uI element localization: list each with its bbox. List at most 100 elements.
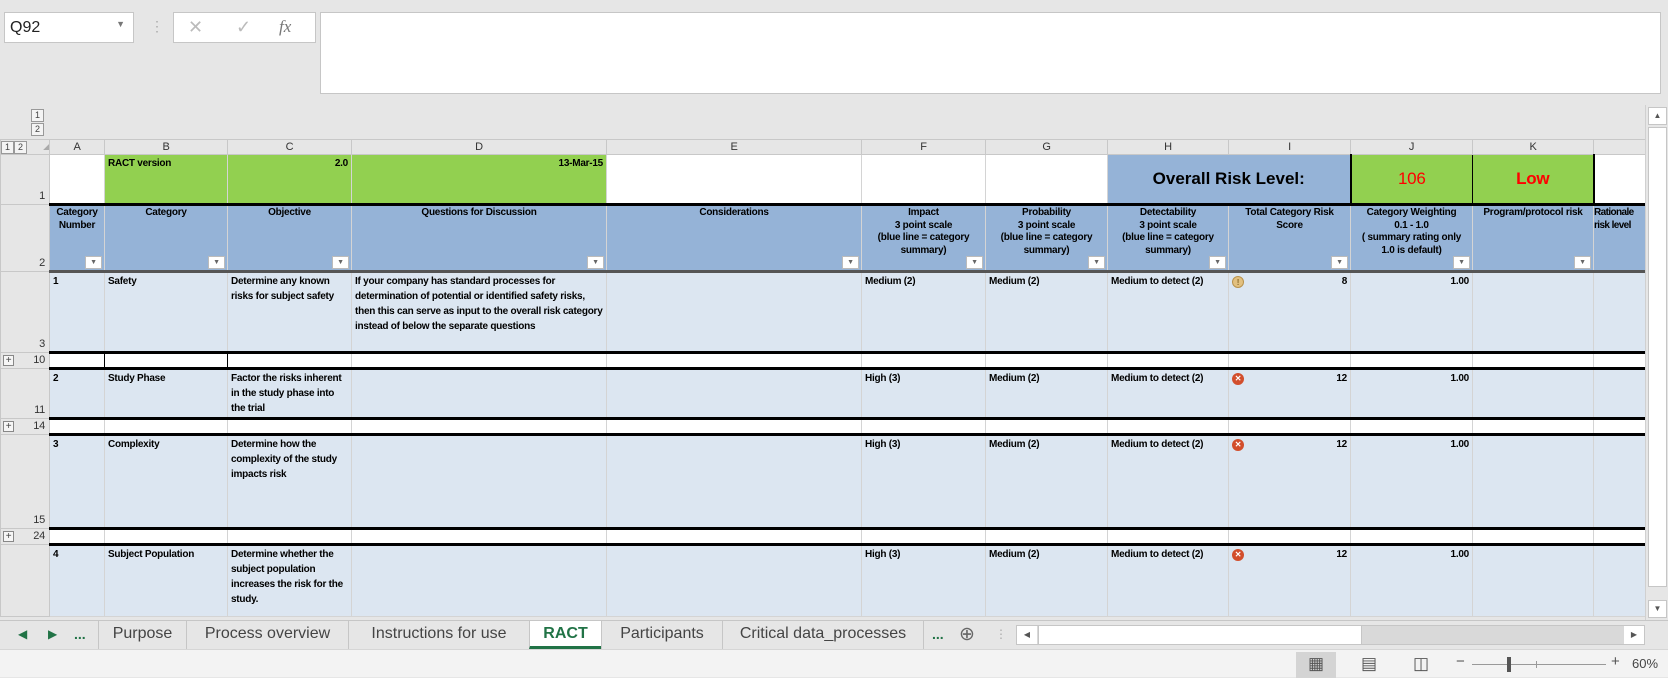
enter-icon[interactable]: ✓ (236, 17, 252, 37)
spreadsheet-grid[interactable]: ◢ A B C D E F G H I J K 1 RACT version 2… (0, 139, 1646, 617)
cell-category-number[interactable]: 1 (49, 271, 105, 353)
cell-impact[interactable]: Medium (2) (861, 271, 986, 353)
zoom-level[interactable]: 60% (1632, 656, 1659, 671)
add-sheet-icon[interactable]: ⊕ (959, 624, 975, 645)
header-program-risk[interactable]: Program/protocol risk▼ (1472, 204, 1594, 273)
header-total-score[interactable]: Total Category Risk Score▼ (1228, 204, 1351, 273)
page-break-preview-icon[interactable]: ◫ (1412, 654, 1430, 673)
filter-dropdown-icon[interactable]: ▼ (1209, 256, 1226, 269)
page-layout-view-icon[interactable]: ▤ (1360, 654, 1378, 673)
cell[interactable] (1228, 351, 1351, 370)
cell-probability[interactable]: Medium (2) (985, 544, 1108, 617)
tab-ract[interactable]: RACT (529, 621, 601, 649)
cell[interactable] (1472, 351, 1594, 370)
cell[interactable] (1107, 351, 1229, 370)
column-header-h[interactable]: H (1107, 139, 1229, 155)
cell-rationale[interactable] (1593, 271, 1646, 353)
cell[interactable] (49, 417, 105, 436)
cell-objective[interactable]: Determine any known risks for subject sa… (227, 271, 352, 353)
cell-probability[interactable]: Medium (2) (985, 368, 1108, 419)
cell-considerations[interactable] (606, 434, 862, 529)
cell-questions[interactable] (351, 544, 607, 617)
cell-objective[interactable]: Determine how the complexity of the stud… (227, 434, 352, 529)
header-category-number[interactable]: Category Number▼ (49, 204, 105, 273)
ract-version-date[interactable]: 13-Mar-15 (351, 154, 607, 206)
cell-considerations[interactable] (606, 368, 862, 419)
formula-input[interactable] (320, 12, 1661, 94)
scroll-tabs-left-icon[interactable]: ◀ (18, 627, 28, 641)
cell-impact[interactable]: High (3) (861, 544, 986, 617)
zoom-out-button[interactable]: − (1456, 653, 1465, 670)
row-header-25[interactable] (0, 544, 50, 617)
ract-version-label[interactable]: RACT version (104, 154, 228, 206)
tab-instructions-for-use[interactable]: Instructions for use (348, 621, 529, 649)
normal-view-icon[interactable]: ▦ (1296, 652, 1336, 678)
name-box[interactable]: Q92▼ (4, 12, 134, 43)
cell[interactable] (985, 527, 1108, 546)
cell[interactable] (1107, 417, 1229, 436)
cell[interactable] (861, 527, 986, 546)
cell-rationale[interactable] (1593, 544, 1646, 617)
cell[interactable] (861, 417, 986, 436)
cell-weighting[interactable]: 1.00 (1350, 544, 1473, 617)
cell-category[interactable]: Safety (104, 271, 228, 353)
cell-total-score[interactable]: ✕12 (1228, 368, 1351, 419)
column-header-e[interactable]: E (606, 139, 862, 155)
cell-rationale[interactable] (1593, 434, 1646, 529)
cell[interactable] (104, 527, 228, 546)
outline-level-2[interactable]: 2 (14, 141, 27, 154)
cell[interactable] (227, 527, 352, 546)
cell-questions[interactable] (351, 434, 607, 529)
cell[interactable] (606, 527, 862, 546)
cell[interactable] (1107, 527, 1229, 546)
filter-dropdown-icon[interactable]: ▼ (1331, 256, 1348, 269)
cell[interactable] (985, 417, 1108, 436)
cell[interactable] (606, 351, 862, 370)
more-tabs-right[interactable]: ... (932, 626, 944, 642)
column-header-j[interactable]: J (1350, 139, 1473, 155)
scroll-thumb[interactable] (1648, 127, 1667, 587)
cell-questions[interactable] (351, 368, 607, 419)
cell-category[interactable]: Complexity (104, 434, 228, 529)
cell-rationale[interactable] (1593, 368, 1646, 419)
cell-considerations[interactable] (606, 271, 862, 353)
cell[interactable] (1593, 527, 1646, 546)
tab-process-overview[interactable]: Process overview (186, 621, 348, 649)
tab-purpose[interactable]: Purpose (98, 621, 186, 649)
column-header-i[interactable]: I (1228, 139, 1351, 155)
column-header-c[interactable]: C (227, 139, 352, 155)
outline-row-level-2[interactable]: 2 (31, 123, 44, 136)
filter-dropdown-icon[interactable]: ▼ (966, 256, 983, 269)
cell-category-number[interactable]: 2 (49, 368, 105, 419)
header-detectability[interactable]: Detectability 3 point scale (blue line =… (1107, 204, 1229, 273)
cell[interactable] (1593, 351, 1646, 370)
cell-impact[interactable]: High (3) (861, 368, 986, 419)
expand-group-icon[interactable]: + (3, 355, 14, 366)
cell-total-score[interactable]: !8 (1228, 271, 1351, 353)
outline-row-level-1[interactable]: 1 (31, 109, 44, 122)
cell-detectability[interactable]: Medium to detect (2) (1107, 544, 1229, 617)
cell-program-risk[interactable] (1472, 368, 1594, 419)
cell[interactable] (104, 417, 228, 436)
cell-objective[interactable]: Factor the risks inherent in the study p… (227, 368, 352, 419)
column-header-d[interactable]: D (351, 139, 607, 155)
scroll-thumb[interactable] (1038, 626, 1362, 644)
row-header-3[interactable]: 3 (0, 271, 50, 353)
tab-critical-data-processes[interactable]: Critical data_processes (722, 621, 924, 649)
cell-e1[interactable] (606, 154, 862, 206)
cell-program-risk[interactable] (1472, 271, 1594, 353)
column-header-g[interactable]: G (985, 139, 1108, 155)
scroll-up-icon[interactable]: ▲ (1648, 107, 1667, 125)
cell[interactable] (227, 351, 352, 370)
cancel-icon[interactable]: ✕ (188, 17, 204, 37)
scroll-left-icon[interactable]: ◀ (1017, 626, 1037, 644)
row-header-1[interactable]: 1 (0, 154, 50, 205)
cell[interactable] (606, 417, 862, 436)
cell-weighting[interactable]: 1.00 (1350, 434, 1473, 529)
row-header-15[interactable]: 15 (0, 434, 50, 529)
cell-objective[interactable]: Determine whether the subject population… (227, 544, 352, 617)
cell[interactable] (351, 417, 607, 436)
cell-weighting[interactable]: 1.00 (1350, 368, 1473, 419)
cell-program-risk[interactable] (1472, 434, 1594, 529)
filter-dropdown-icon[interactable]: ▼ (842, 256, 859, 269)
